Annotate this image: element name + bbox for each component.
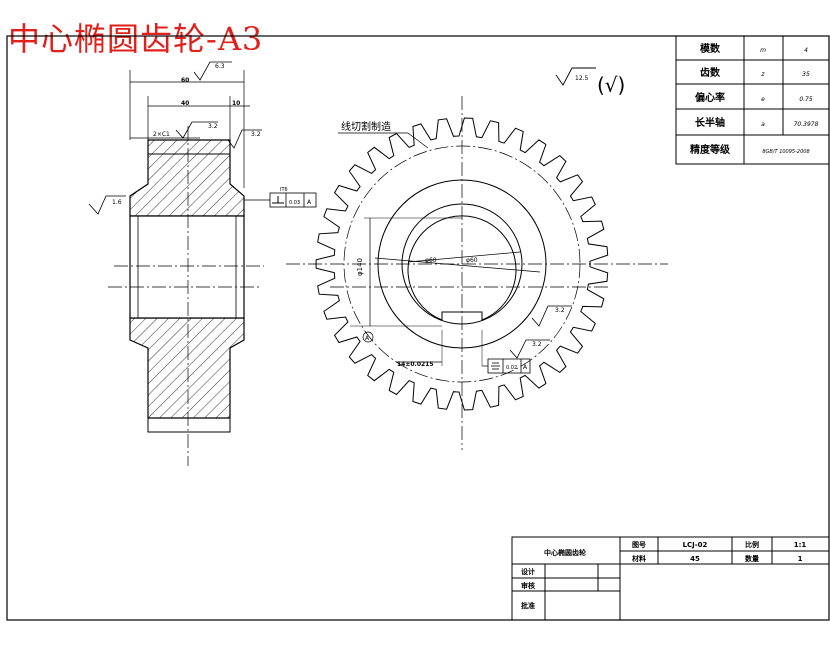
bore-diameter-right: φ60: [466, 257, 478, 264]
roughness-12-5: 12.5: [575, 75, 589, 82]
approve-label: 批准: [521, 601, 535, 610]
dim-width-40: 40: [181, 100, 189, 107]
param-label: 齿数: [700, 66, 721, 79]
drawing-title: 中心椭圆齿轮-A3: [8, 20, 264, 58]
roughness-3-2-keyway: 3.2: [555, 307, 565, 314]
gear-front-view: [286, 67, 668, 450]
param-value: 8GB/T 10095-2008: [762, 149, 809, 155]
bore-diameter-left: φ60: [425, 257, 437, 264]
param-value: 0.75: [799, 96, 813, 103]
figure-number-label: 图号: [632, 540, 646, 549]
symmetry-datum: A: [523, 364, 528, 371]
roughness-other-mark: (√): [597, 73, 625, 97]
material-label: 材料: [631, 554, 646, 563]
scale-label: 比例: [745, 540, 759, 549]
manufacturing-note: 线切割制造: [341, 120, 391, 133]
review-label: 审核: [521, 581, 535, 590]
param-label: 精度等级: [690, 143, 731, 156]
param-value: 4: [804, 47, 808, 54]
param-label: 模数: [700, 42, 721, 55]
gear-parameter-table: [675, 35, 830, 165]
design-label: 设计: [521, 567, 535, 576]
param-symbol: a: [761, 121, 765, 128]
quantity-value: 1: [798, 555, 803, 563]
param-value: 70.3978: [794, 121, 819, 128]
keyway-width-dim: 14±0.0215: [397, 361, 434, 368]
part-name: 中心椭圆齿轮: [544, 548, 586, 557]
roughness-1-6: 1.6: [112, 199, 122, 206]
param-symbol: z: [760, 71, 765, 78]
param-label: 长半轴: [695, 116, 725, 129]
perpendicularity-value: 0.03: [289, 200, 300, 206]
param-symbol: m: [760, 47, 766, 54]
drawing-border: [6, 35, 830, 621]
datum-a-symbol: A: [365, 335, 370, 342]
param-symbol: e: [761, 96, 765, 103]
param-value: 35: [802, 71, 810, 78]
quantity-label: 数量: [745, 554, 759, 563]
parameter-rows: 模数 m 4 齿数 z 35 偏心率 e 0.75 长半轴 a 70.3978 精度等级 8GB/T 10…: [690, 42, 819, 156]
figure-number: LCJ-02: [683, 541, 708, 549]
perpendicularity-datum: A: [307, 199, 312, 206]
tolerance-grade: IT6: [280, 187, 288, 193]
param-label: 偏心率: [695, 91, 725, 104]
vertical-dimension: φ140: [356, 258, 364, 276]
scale-value: 1:1: [794, 541, 807, 549]
dim-chamfer: 2×C1: [153, 131, 170, 138]
title-block: [511, 536, 830, 621]
gear-section-view: [88, 61, 317, 466]
roughness-3-2-face: 3.2: [251, 131, 261, 138]
symmetry-value: 0.02: [506, 365, 517, 371]
roughness-3-2-top: 3.2: [208, 123, 218, 130]
dim-width-10: 10: [232, 100, 240, 107]
material-value: 45: [690, 555, 700, 563]
roughness-6-3: 6.3: [215, 63, 225, 70]
roughness-3-2-bore: 3.2: [532, 341, 542, 348]
dim-width-60: 60: [181, 77, 189, 84]
